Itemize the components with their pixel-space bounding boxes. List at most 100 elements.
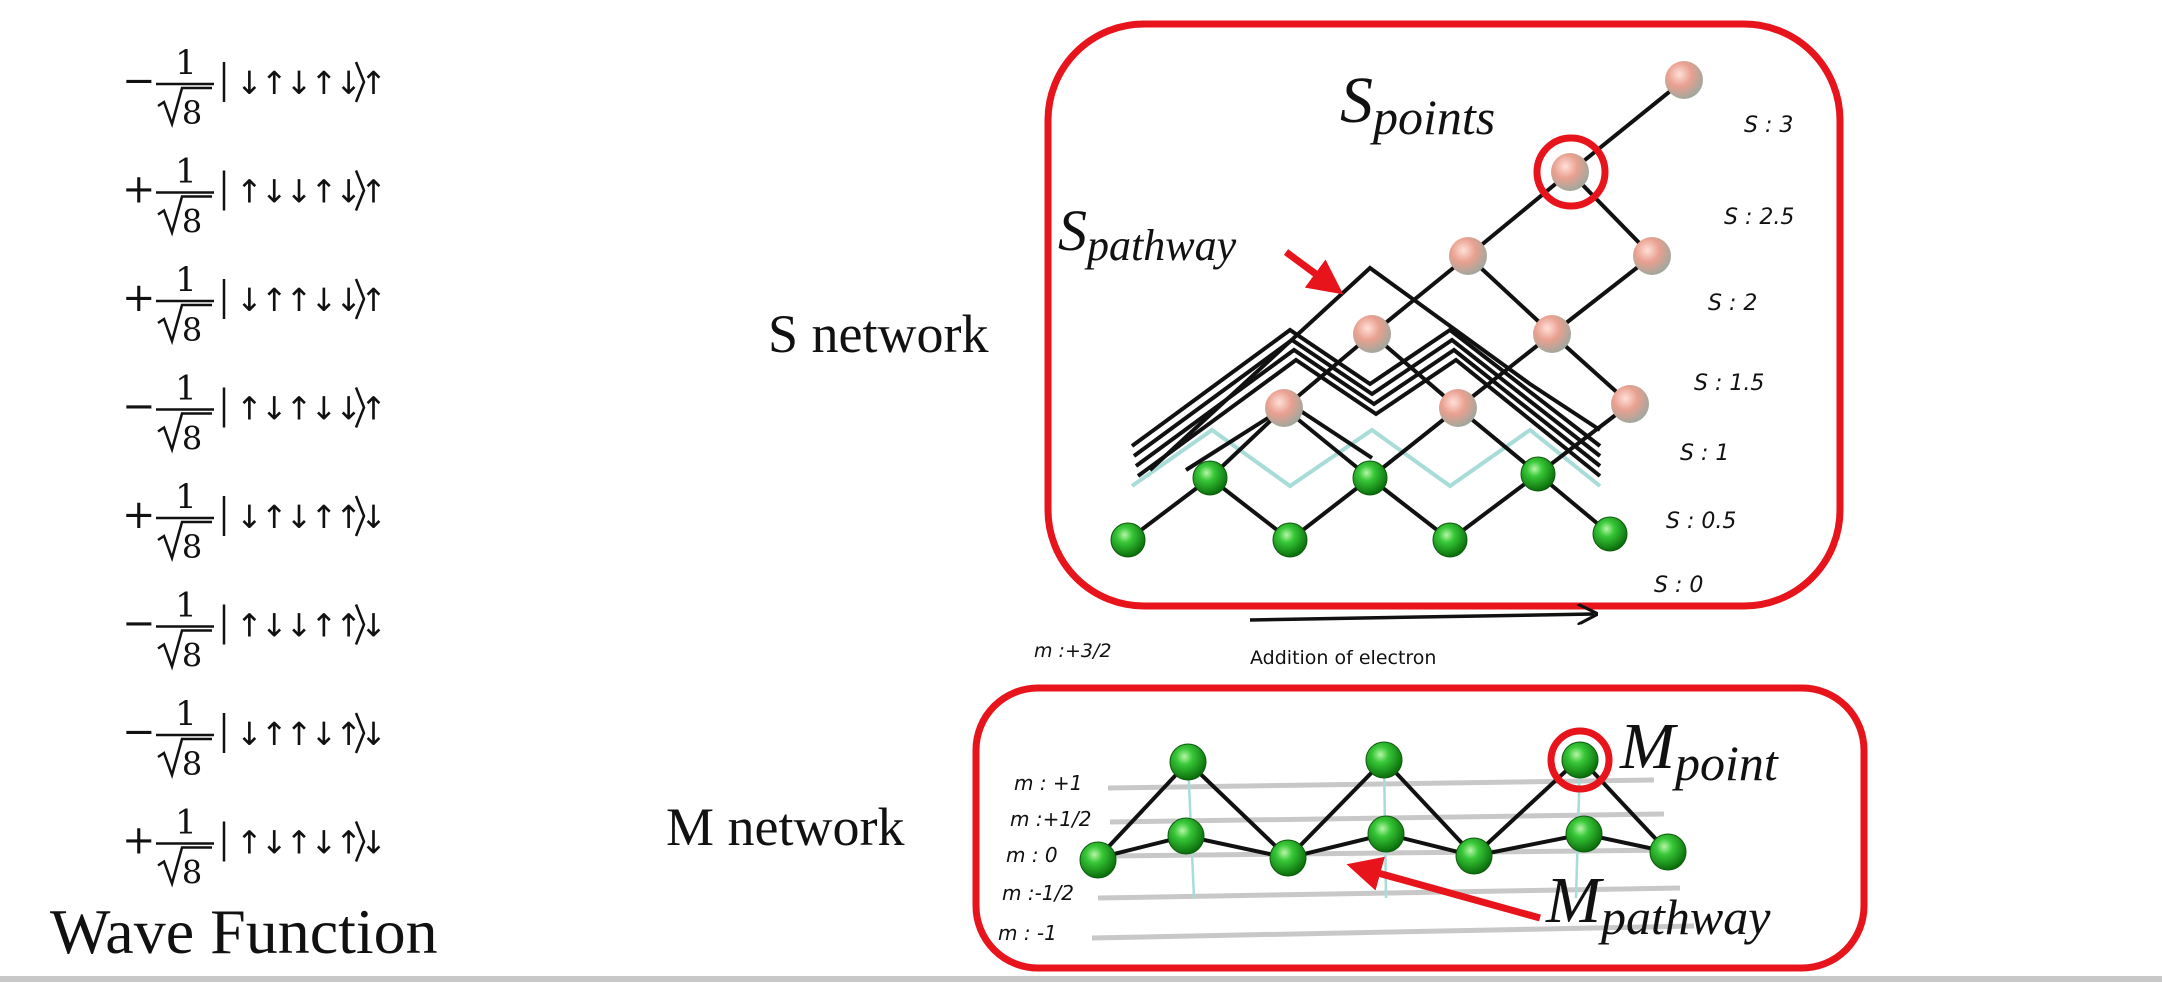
term-sign: − — [122, 709, 156, 755]
wave-function-term: −1 8 ↑↓↓↑↑↓ — [122, 586, 387, 675]
s-green-node — [1432, 522, 1468, 558]
term-ket: ↑↓↓↑↓↑ — [236, 173, 385, 211]
term-denominator: 8 — [182, 528, 202, 566]
sqrt-sign — [157, 412, 212, 454]
s-green-node — [1272, 522, 1308, 558]
term-denominator: 8 — [182, 203, 202, 241]
term-sign: + — [122, 167, 156, 213]
term-ket: ↓↑↑↓↑↓ — [236, 715, 385, 753]
m-network-frame — [972, 684, 1868, 972]
term-denominator: 8 — [182, 94, 202, 132]
s-point-highlight — [1533, 134, 1609, 210]
s-red-node — [1633, 237, 1671, 275]
m-node — [1079, 841, 1117, 879]
term-denominator: 8 — [182, 637, 202, 675]
m-level-label: m : 0 — [1006, 843, 1058, 867]
m-pathway-label-sub: pathway — [1598, 889, 1771, 945]
m-level-labels: m : +1 m :+1/2 m : 0 m :-1/2 m : -1 — [998, 771, 1092, 945]
sqrt-sign — [157, 737, 212, 780]
s-level-label: S : 0 — [1654, 573, 1703, 598]
s-network-nodes — [1110, 61, 1703, 558]
s-network-label: S network — [768, 304, 988, 364]
m-point-label-sub: point — [1672, 735, 1779, 791]
wave-function-term: −18↑↓↑↓↓↑ — [122, 369, 387, 458]
ket-angle — [354, 61, 366, 103]
sqrt-sign — [157, 195, 212, 237]
ket-angle — [354, 821, 366, 862]
s-pathway-label-main: S — [1058, 198, 1087, 263]
m-node — [1167, 817, 1205, 855]
ket-angle — [354, 604, 366, 645]
s-pathway-label-sub: pathway — [1084, 221, 1237, 270]
s-points-label-sub: points — [1370, 89, 1495, 145]
s-green-node — [1110, 522, 1146, 558]
m-node — [1169, 743, 1207, 781]
term-numerator: 1 — [175, 260, 197, 300]
m-level-label: m :+1/2 — [1010, 807, 1092, 831]
s-level-label: S : 0.5 — [1666, 509, 1736, 534]
s-level-labels: S : 3S : 2.5S : 2S : 1.5S : 1S : 0.5S : … — [1654, 113, 1794, 598]
s-red-node — [1611, 385, 1649, 423]
wave-function-term: −1 8 ↓↑↓↑↓↑ — [122, 43, 387, 132]
term-ket: ↓↑↓↑↑↓ — [236, 498, 385, 536]
m-point-label: Mpoint — [1619, 710, 1779, 791]
term-sign: − — [122, 601, 156, 647]
m-pathway-label: Mpathway — [1545, 864, 1771, 945]
ket-angle — [354, 712, 366, 754]
m-node — [1365, 741, 1403, 779]
term-sign: + — [122, 492, 156, 538]
m-level-label: m :-1/2 — [1002, 881, 1074, 905]
m-level-label: m : -1 — [998, 921, 1057, 945]
wave-function-term: +18↑↓↓↑↓↑ — [122, 152, 387, 241]
sqrt-sign — [157, 303, 212, 346]
sqrt-sign — [157, 86, 212, 129]
m-network-label: M network — [666, 797, 904, 857]
s-points-label: Spoints — [1340, 64, 1495, 145]
ket-angle — [354, 170, 366, 211]
term-numerator: 1 — [175, 803, 197, 843]
addition-axis-arrow — [1249, 614, 1594, 620]
m-network-nodes — [1079, 741, 1687, 879]
term-sign: − — [122, 384, 156, 430]
s-red-node — [1533, 315, 1571, 353]
s-red-node — [1665, 61, 1703, 99]
wave-function-title: Wave Function — [50, 896, 438, 967]
s-green-node — [1520, 456, 1556, 492]
ket-angle — [354, 495, 366, 537]
term-ket: ↓↑↑↓↓↑ — [236, 281, 385, 319]
m-node — [1565, 815, 1603, 853]
m-annotation-label: m :+3/2 — [1034, 640, 1111, 662]
m-node — [1561, 741, 1599, 779]
term-ket: ↓↑↓↑↓↑ — [236, 64, 385, 102]
s-red-node — [1551, 153, 1589, 191]
term-sign: + — [122, 818, 156, 864]
term-denominator: 8 — [182, 420, 202, 458]
m-level-label: m : +1 — [1014, 771, 1082, 795]
term-denominator: 8 — [182, 311, 202, 349]
m-node — [1649, 833, 1687, 871]
term-ket: ↑↓↓↑↑↓ — [236, 607, 385, 645]
term-numerator: 1 — [175, 43, 197, 83]
s-level-label: S : 1.5 — [1694, 371, 1764, 396]
s-pathway-label: Spathway — [1058, 198, 1237, 270]
m-node — [1455, 837, 1493, 875]
m-point-highlight — [1547, 727, 1613, 793]
term-sign: − — [122, 58, 156, 104]
ket-angle — [354, 278, 366, 320]
s-level-label: S : 2 — [1708, 291, 1757, 316]
ket-angle — [354, 387, 366, 428]
s-green-node — [1192, 460, 1228, 496]
bottom-scroll-bar — [0, 976, 2162, 982]
s-green-node — [1592, 516, 1628, 552]
sqrt-sign — [157, 629, 212, 671]
s-pathway-arrow — [1283, 249, 1344, 295]
s-red-node — [1265, 389, 1303, 427]
m-node — [1269, 839, 1307, 877]
wave-function-term: −18↓↑↑↓↑↓ — [122, 694, 387, 783]
term-numerator: 1 — [175, 586, 197, 626]
wave-function-term: +18↑↓↑↓↑↓ — [122, 803, 387, 892]
s-red-node — [1439, 389, 1477, 427]
term-sign: + — [122, 275, 156, 321]
